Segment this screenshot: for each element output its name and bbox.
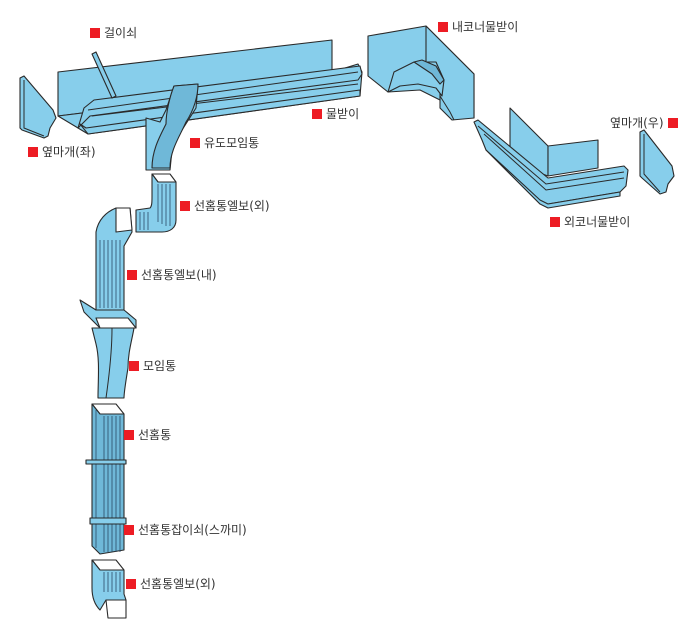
label-elbow-outer-top: 선홈통엘보(외) xyxy=(180,199,270,213)
label-end-cap-left: 옆마개(좌) xyxy=(28,145,96,159)
elbow-outer-bottom-part xyxy=(91,559,127,619)
marker-icon xyxy=(667,118,678,128)
marker-icon xyxy=(90,28,100,38)
gutter-part xyxy=(57,39,363,135)
marker-icon xyxy=(124,430,134,440)
marker-icon xyxy=(124,525,134,535)
label-hanger: 걸이쇠 xyxy=(90,26,137,40)
inner-corner-part xyxy=(367,25,475,121)
elbow-inner-part xyxy=(95,207,133,311)
end-cap-right-part xyxy=(639,129,675,195)
label-downpipe: 선홈통 xyxy=(124,428,171,442)
marker-icon xyxy=(180,201,190,211)
label-text: 유도모임통 xyxy=(204,136,260,150)
label-text: 선홈통엘보(내) xyxy=(141,268,217,282)
marker-icon xyxy=(438,22,448,32)
label-pipe-clamp: 선홈통잡이쇠(스까미) xyxy=(124,523,247,537)
marker-icon xyxy=(127,270,137,280)
label-text: 모임통 xyxy=(143,359,177,373)
label-text: 선홈통 xyxy=(138,428,172,442)
marker-icon xyxy=(550,217,560,227)
label-end-cap-right: 옆마개(우) xyxy=(610,116,678,130)
label-text: 외코너물받이 xyxy=(564,215,631,229)
outer-corner-part xyxy=(473,107,629,209)
outlet-part xyxy=(145,83,199,171)
marker-icon xyxy=(190,138,200,148)
label-elbow-outer-bottom: 선홈통엘보(외) xyxy=(126,577,216,591)
end-cap-left-part xyxy=(19,75,57,139)
label-text: 옆마개(좌) xyxy=(42,145,96,159)
label-text: 옆마개(우) xyxy=(610,116,664,130)
label-text: 선홈통엘보(외) xyxy=(140,577,216,591)
marker-icon xyxy=(28,147,38,157)
label-elbow-inner: 선홈통엘보(내) xyxy=(127,268,217,282)
label-text: 선홈통잡이쇠(스까미) xyxy=(138,523,247,537)
label-text: 선홈통엘보(외) xyxy=(194,199,270,213)
hanger-part xyxy=(91,51,117,99)
label-inner-corner: 내코너물받이 xyxy=(438,20,518,34)
label-collector: 모임통 xyxy=(129,359,176,373)
label-outlet: 유도모임통 xyxy=(190,136,259,150)
label-outer-corner: 외코너물받이 xyxy=(550,215,630,229)
label-text: 걸이쇠 xyxy=(104,26,138,40)
label-text: 내코너물받이 xyxy=(452,20,519,34)
elbow-outer-top-part xyxy=(135,173,177,233)
label-text: 물받이 xyxy=(326,107,360,121)
marker-icon xyxy=(126,579,136,589)
label-gutter: 물받이 xyxy=(312,107,359,121)
marker-icon xyxy=(129,361,139,371)
downpipe-part xyxy=(85,403,127,555)
collector-part xyxy=(79,299,137,399)
marker-icon xyxy=(312,109,322,119)
